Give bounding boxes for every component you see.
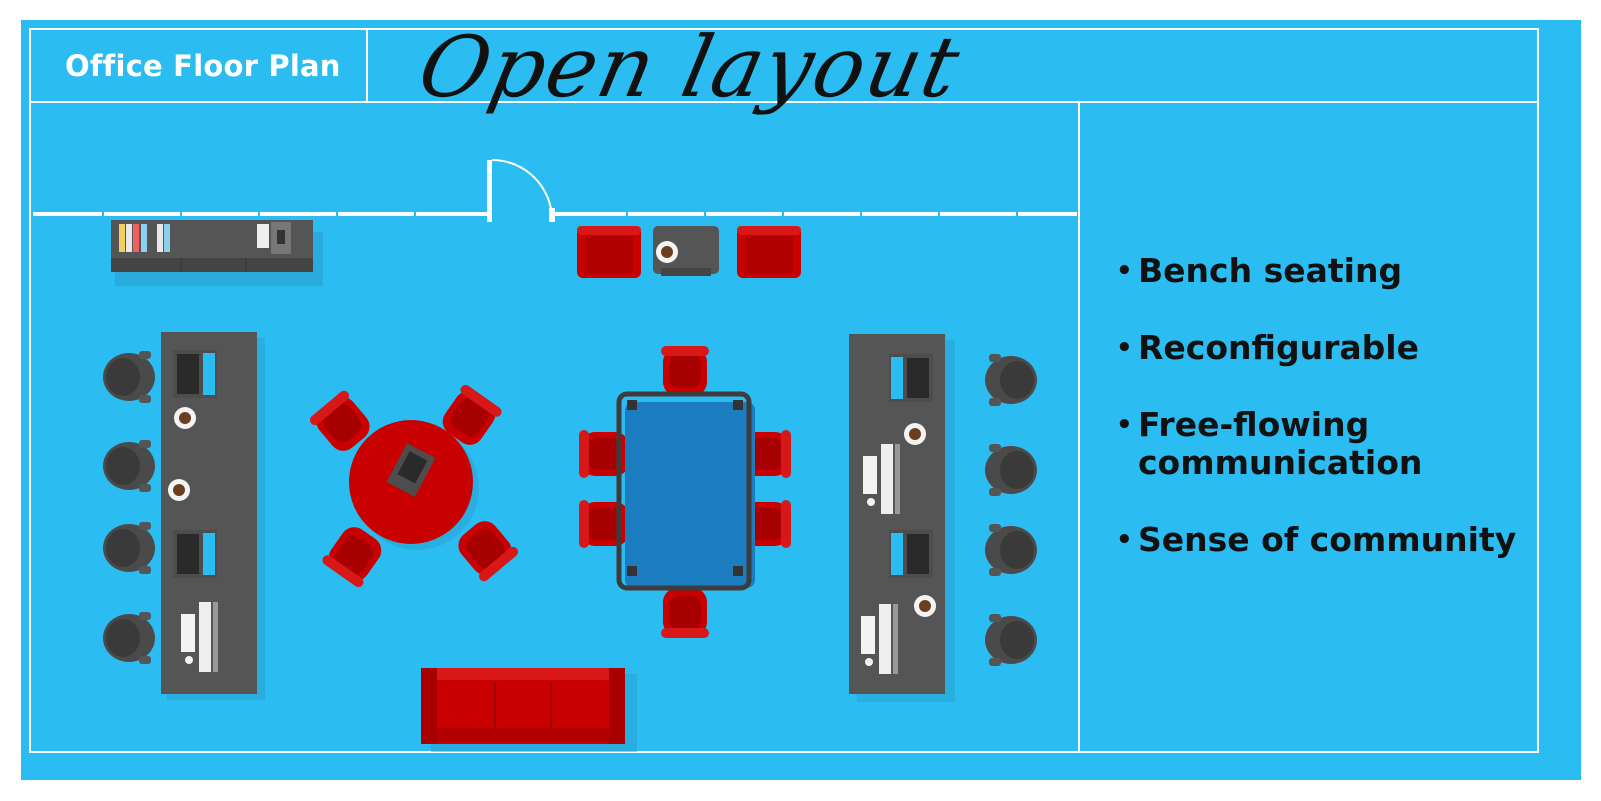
office-chair-icon bbox=[985, 354, 1037, 406]
floor-plan-board: Office Floor Plan Open layout Bench seat… bbox=[21, 20, 1581, 780]
wall bbox=[33, 212, 1077, 216]
feature-item: Reconfigurable bbox=[1116, 329, 1556, 368]
office-chair-icon bbox=[103, 351, 155, 403]
page-subtitle: Open layout bbox=[410, 20, 970, 116]
feature-list: Bench seating Reconfigurable Free-flowin… bbox=[1116, 252, 1556, 598]
title-box: Office Floor Plan bbox=[31, 30, 367, 102]
feature-item: Free-flowing communication bbox=[1116, 406, 1556, 482]
round-table-icon bbox=[349, 420, 479, 550]
floor-plan-drawing bbox=[29, 28, 1539, 753]
page-title: Office Floor Plan bbox=[65, 49, 341, 83]
armchair-icon bbox=[577, 226, 641, 278]
door-icon bbox=[487, 159, 555, 222]
feature-item: Sense of community bbox=[1116, 521, 1556, 560]
armchair-icon bbox=[737, 226, 801, 278]
bookshelf-icon bbox=[111, 220, 323, 286]
office-chair-icon bbox=[985, 524, 1037, 576]
office-chair-icon bbox=[985, 614, 1037, 666]
office-chair-icon bbox=[103, 440, 155, 492]
office-chair-icon bbox=[103, 522, 155, 574]
bench-desk-icon bbox=[161, 332, 265, 700]
coffee-table-icon bbox=[653, 226, 719, 276]
sofa-icon bbox=[421, 668, 637, 752]
conference-table-icon bbox=[579, 346, 791, 638]
office-chair-icon bbox=[985, 444, 1037, 496]
bench-desk-icon bbox=[849, 334, 955, 702]
office-chair-icon bbox=[103, 612, 155, 664]
feature-item: Bench seating bbox=[1116, 252, 1556, 291]
